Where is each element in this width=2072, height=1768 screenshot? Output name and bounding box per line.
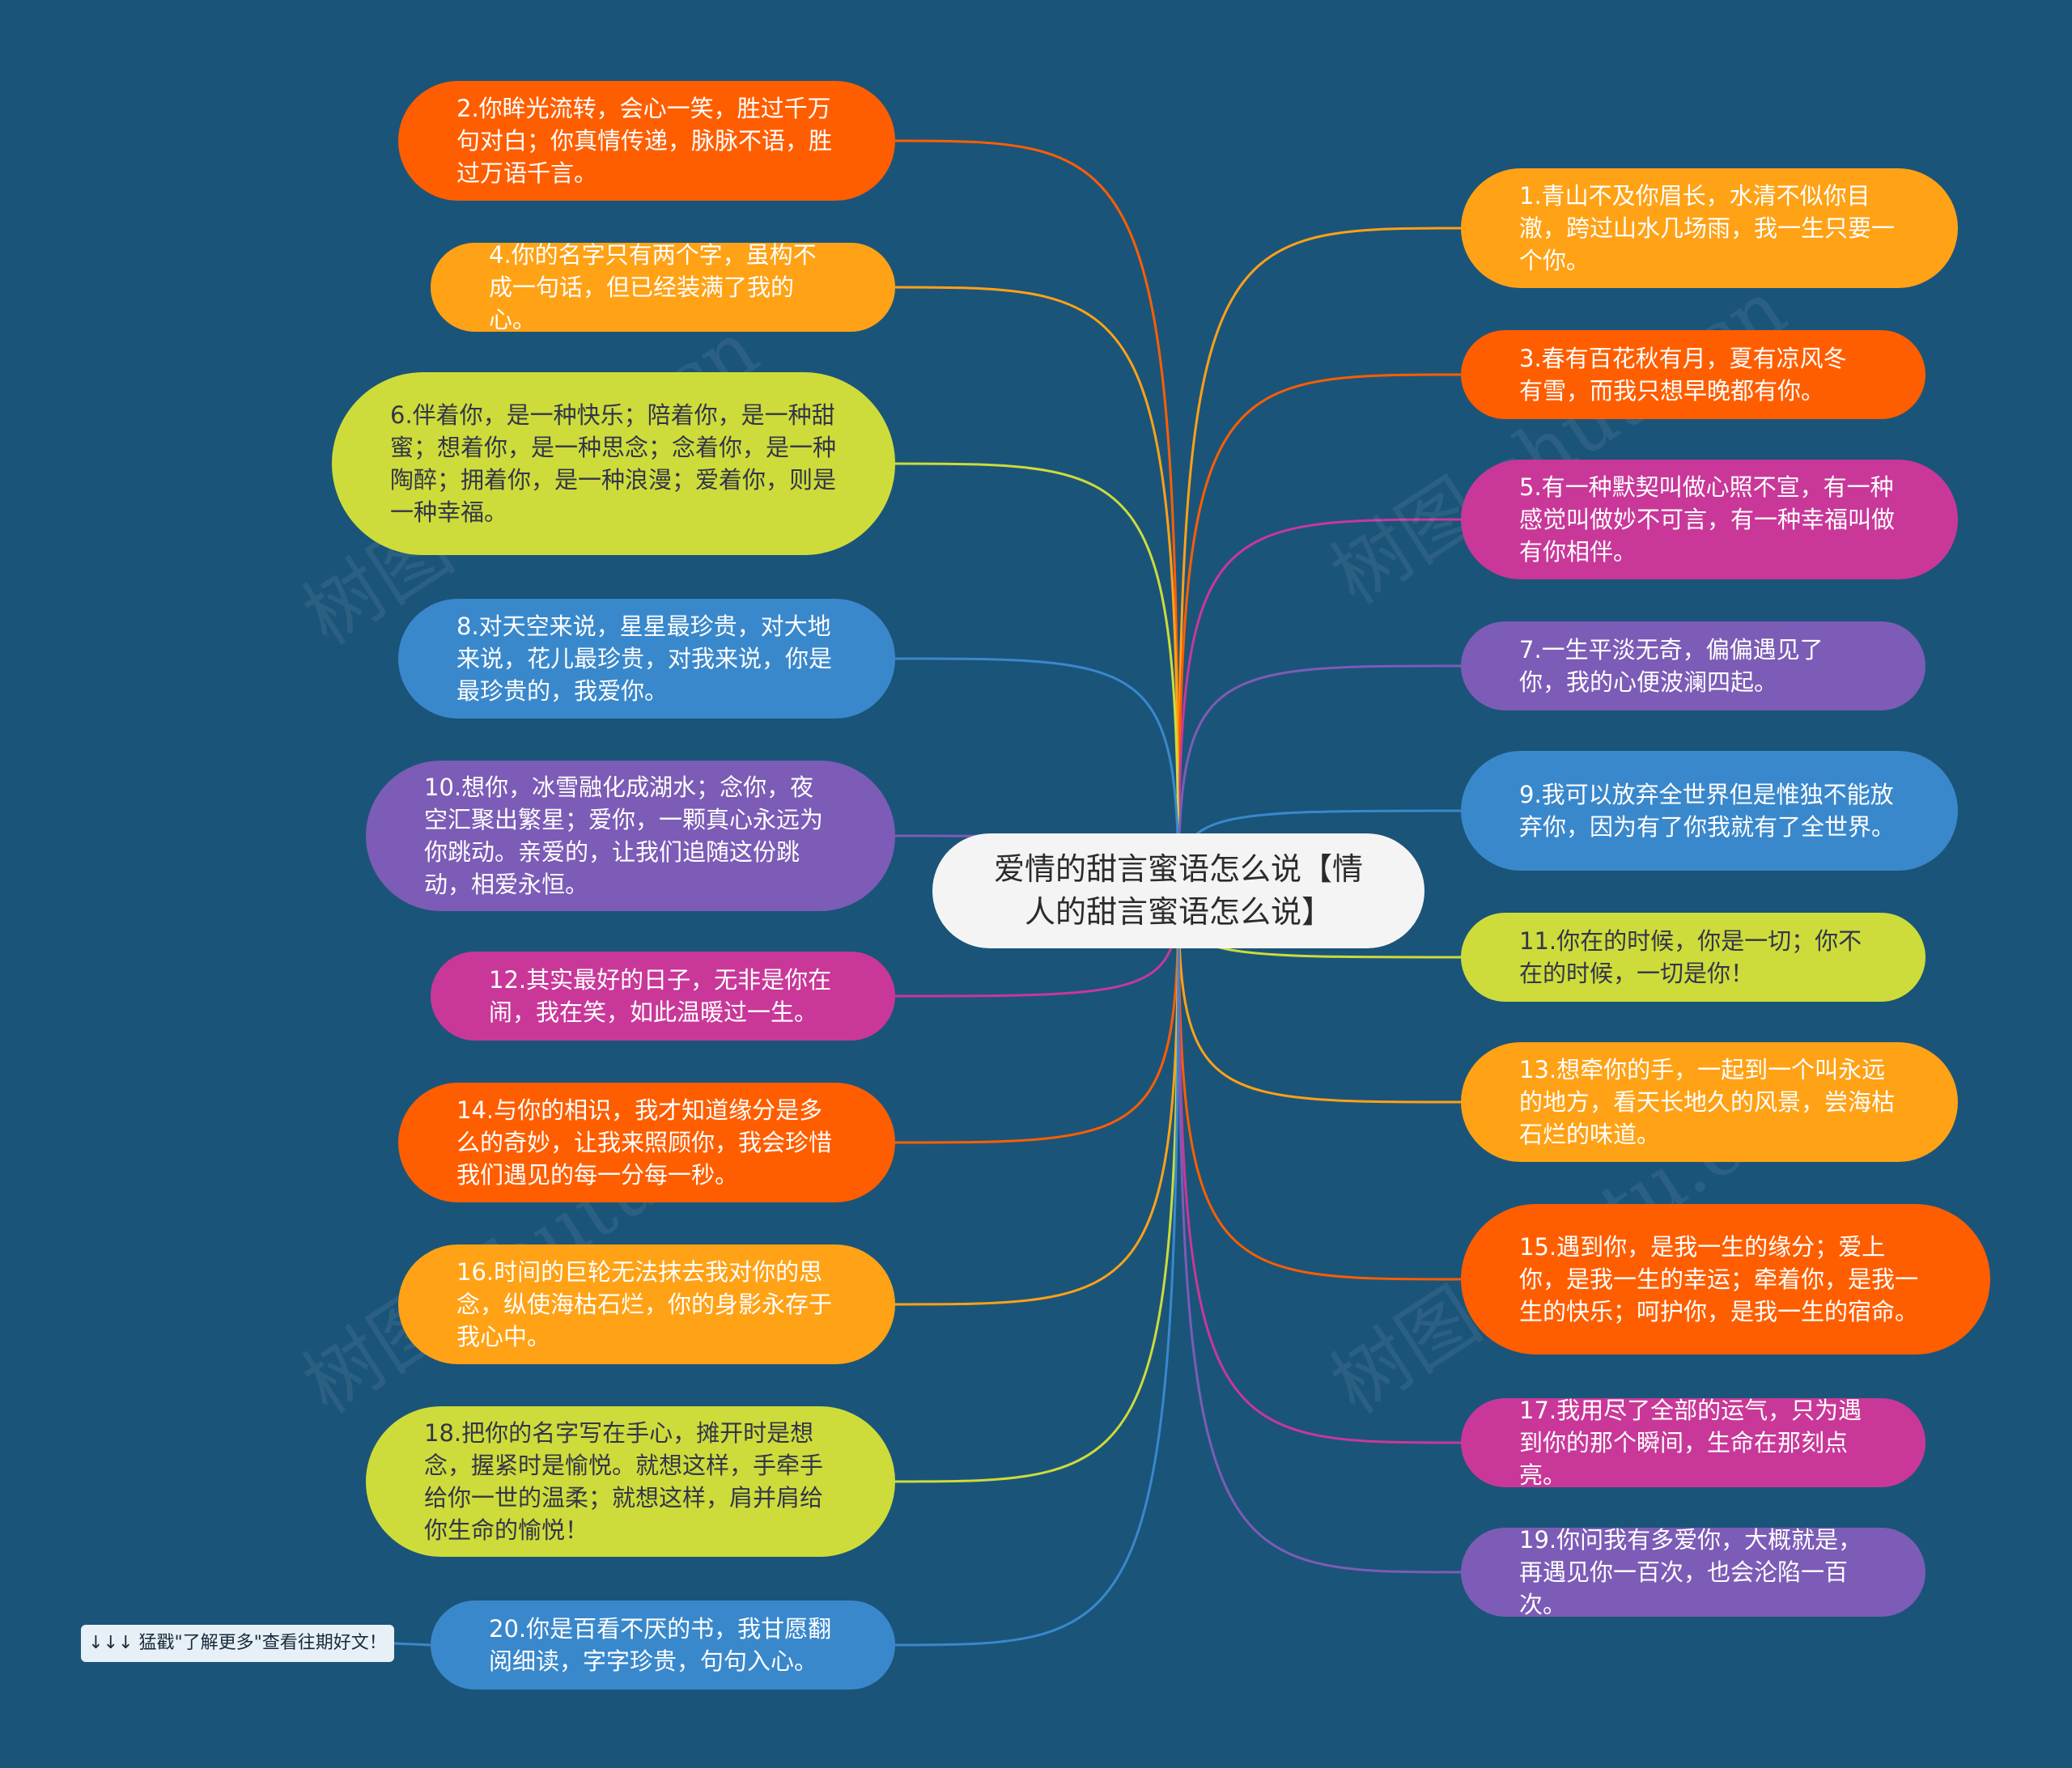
topic-node-1[interactable]: 1.青山不及你眉长，水清不似你目澈，跨过山水几场雨，我一生只要一个你。 — [1461, 168, 1958, 288]
connector-line-1 — [1177, 227, 1462, 892]
topic-node-8[interactable]: 8.对天空来说，星星最珍贵，对大地来说，花儿最珍贵，对我来说，你是最珍贵的，我爱… — [398, 599, 895, 719]
topic-node-11[interactable]: 11.你在的时候，你是一切；你不在的时候，一切是你！ — [1461, 913, 1926, 1002]
connector-line-16 — [894, 890, 1180, 1306]
topic-node-label: 2.你眸光流转，会心一笑，胜过千万句对白；你真情传递，脉脉不语，胜过万语千言。 — [456, 95, 833, 187]
connector-line-8 — [894, 657, 1180, 892]
topic-node-16[interactable]: 16.时间的巨轮无法抹去我对你的思念，纵使海枯石烂，你的身影永存于我心中。 — [398, 1244, 895, 1364]
topic-node-6[interactable]: 6.伴着你，是一种快乐；陪着你，是一种甜蜜；想着你，是一种思念；念着你，是一种陶… — [332, 372, 895, 555]
topic-node-label: 5.有一种默契叫做心照不宣，有一种感觉叫做妙不可言，有一种幸福叫做有你相伴。 — [1519, 473, 1896, 566]
note-connector — [393, 1642, 431, 1647]
connector-line-6 — [894, 462, 1180, 892]
connector-line-7 — [1177, 664, 1462, 892]
central-topic[interactable]: 爱情的甜言蜜语怎么说【情人的甜言蜜语怎么说】 — [932, 833, 1424, 948]
topic-node-label: 13.想牵你的手，一起到一个叫永远的地方，看天长地久的风景，尝海枯石烂的味道。 — [1519, 1056, 1896, 1148]
connector-line-5 — [1177, 518, 1462, 892]
topic-node-label: 17.我用尽了全部的运气，只为遇到你的那个瞬间，生命在那刻点亮。 — [1519, 1397, 1862, 1489]
topic-node-label: 7.一生平淡无奇，偏偏遇见了你，我的心便波澜四起。 — [1519, 636, 1824, 696]
topic-node-5[interactable]: 5.有一种默契叫做心照不宣，有一种感觉叫做妙不可言，有一种幸福叫做有你相伴。 — [1461, 460, 1958, 579]
central-topic-label: 爱情的甜言蜜语怎么说【情人的甜言蜜语怎么说】 — [993, 851, 1363, 930]
topic-node-17[interactable]: 17.我用尽了全部的运气，只为遇到你的那个瞬间，生命在那刻点亮。 — [1461, 1397, 1926, 1489]
connector-line-4 — [894, 286, 1180, 892]
connector-line-18 — [894, 890, 1180, 1483]
topic-node-label: 8.对天空来说，星星最珍贵，对大地来说，花儿最珍贵，对我来说，你是最珍贵的，我爱… — [456, 613, 833, 705]
more-articles-note[interactable]: ↓↓↓ 猛戳"了解更多"查看往期好文！ — [81, 1625, 394, 1662]
connector-line-14 — [894, 890, 1180, 1144]
topic-node-label: 20.你是百看不厌的书，我甘愿翻阅细读，字字珍贵，句句入心。 — [489, 1615, 832, 1675]
connector-line-15 — [1177, 890, 1462, 1281]
topic-node-13[interactable]: 13.想牵你的手，一起到一个叫永远的地方，看天长地久的风景，尝海枯石烂的味道。 — [1461, 1042, 1958, 1162]
topic-node-9[interactable]: 9.我可以放弃全世界但是惟独不能放弃你，因为有了你我就有了全世界。 — [1461, 751, 1958, 871]
topic-node-label: 3.春有百花秋有月，夏有凉风冬有雪，而我只想早晚都有你。 — [1519, 345, 1847, 405]
topic-node-label: 4.你的名字只有两个字，虽构不成一句话，但已经装满了我的心。 — [489, 241, 817, 333]
connector-line-3 — [1177, 373, 1462, 892]
topic-node-15[interactable]: 15.遇到你，是我一生的缘分；爱上你，是我一生的幸运；牵着你，是我一生的快乐；呵… — [1461, 1204, 1990, 1355]
topic-node-3[interactable]: 3.春有百花秋有月，夏有凉风冬有雪，而我只想早晚都有你。 — [1461, 330, 1926, 419]
connector-line-2 — [894, 139, 1180, 892]
topic-node-label: 6.伴着你，是一种快乐；陪着你，是一种甜蜜；想着你，是一种思念；念着你，是一种陶… — [390, 401, 837, 526]
topic-node-20[interactable]: 20.你是百看不厌的书，我甘愿翻阅细读，字字珍贵，句句入心。 — [431, 1601, 895, 1690]
topic-node-7[interactable]: 7.一生平淡无奇，偏偏遇见了你，我的心便波澜四起。 — [1461, 621, 1926, 710]
topic-node-10[interactable]: 10.想你，冰雪融化成湖水；念你，夜空汇聚出繁星；爱你，一颗真心永远为你跳动。亲… — [366, 761, 895, 911]
connector-line-17 — [1177, 890, 1462, 1444]
topic-node-label: 11.你在的时候，你是一切；你不在的时候，一切是你！ — [1519, 927, 1862, 987]
topic-node-label: 10.想你，冰雪融化成湖水；念你，夜空汇聚出繁星；爱你，一颗真心永远为你跳动。亲… — [424, 774, 824, 898]
topic-node-label: 16.时间的巨轮无法抹去我对你的思念，纵使海枯石烂，你的身影永存于我心中。 — [456, 1258, 833, 1350]
topic-node-label: 18.把你的名字写在手心，摊开时是想念，握紧时是愉悦。就想这样，手牵手给你一世的… — [424, 1419, 824, 1544]
topic-node-label: 15.遇到你，是我一生的缘分；爱上你，是我一生的幸运；牵着你，是我一生的快乐；呵… — [1519, 1233, 1919, 1325]
topic-node-18[interactable]: 18.把你的名字写在手心，摊开时是想念，握紧时是愉悦。就想这样，手牵手给你一世的… — [366, 1406, 895, 1557]
topic-node-label: 14.与你的相识，我才知道缘分是多么的奇妙，让我来照顾你，我会珍惜我们遇见的每一… — [456, 1096, 833, 1189]
topic-node-12[interactable]: 12.其实最好的日子，无非是你在闹，我在笑，如此温暖过一生。 — [431, 952, 895, 1041]
topic-node-label: 12.其实最好的日子，无非是你在闹，我在笑，如此温暖过一生。 — [489, 966, 832, 1026]
connector-line-19 — [1177, 890, 1462, 1574]
topic-node-label: 19.你问我有多爱你，大概就是，再遇见你一百次，也会沦陷一百次。 — [1519, 1526, 1862, 1618]
topic-node-label: 1.青山不及你眉长，水清不似你目澈，跨过山水几场雨，我一生只要一个你。 — [1519, 182, 1896, 274]
topic-node-19[interactable]: 19.你问我有多爱你，大概就是，再遇见你一百次，也会沦陷一百次。 — [1461, 1526, 1926, 1618]
topic-node-2[interactable]: 2.你眸光流转，会心一笑，胜过千万句对白；你真情传递，脉脉不语，胜过万语千言。 — [398, 81, 895, 201]
topic-node-label: 9.我可以放弃全世界但是惟独不能放弃你，因为有了你我就有了全世界。 — [1519, 781, 1896, 841]
topic-node-14[interactable]: 14.与你的相识，我才知道缘分是多么的奇妙，让我来照顾你，我会珍惜我们遇见的每一… — [398, 1083, 895, 1202]
connector-line-20 — [894, 890, 1180, 1647]
topic-node-4[interactable]: 4.你的名字只有两个字，虽构不成一句话，但已经装满了我的心。 — [431, 241, 895, 333]
connector-line-13 — [1177, 890, 1462, 1104]
